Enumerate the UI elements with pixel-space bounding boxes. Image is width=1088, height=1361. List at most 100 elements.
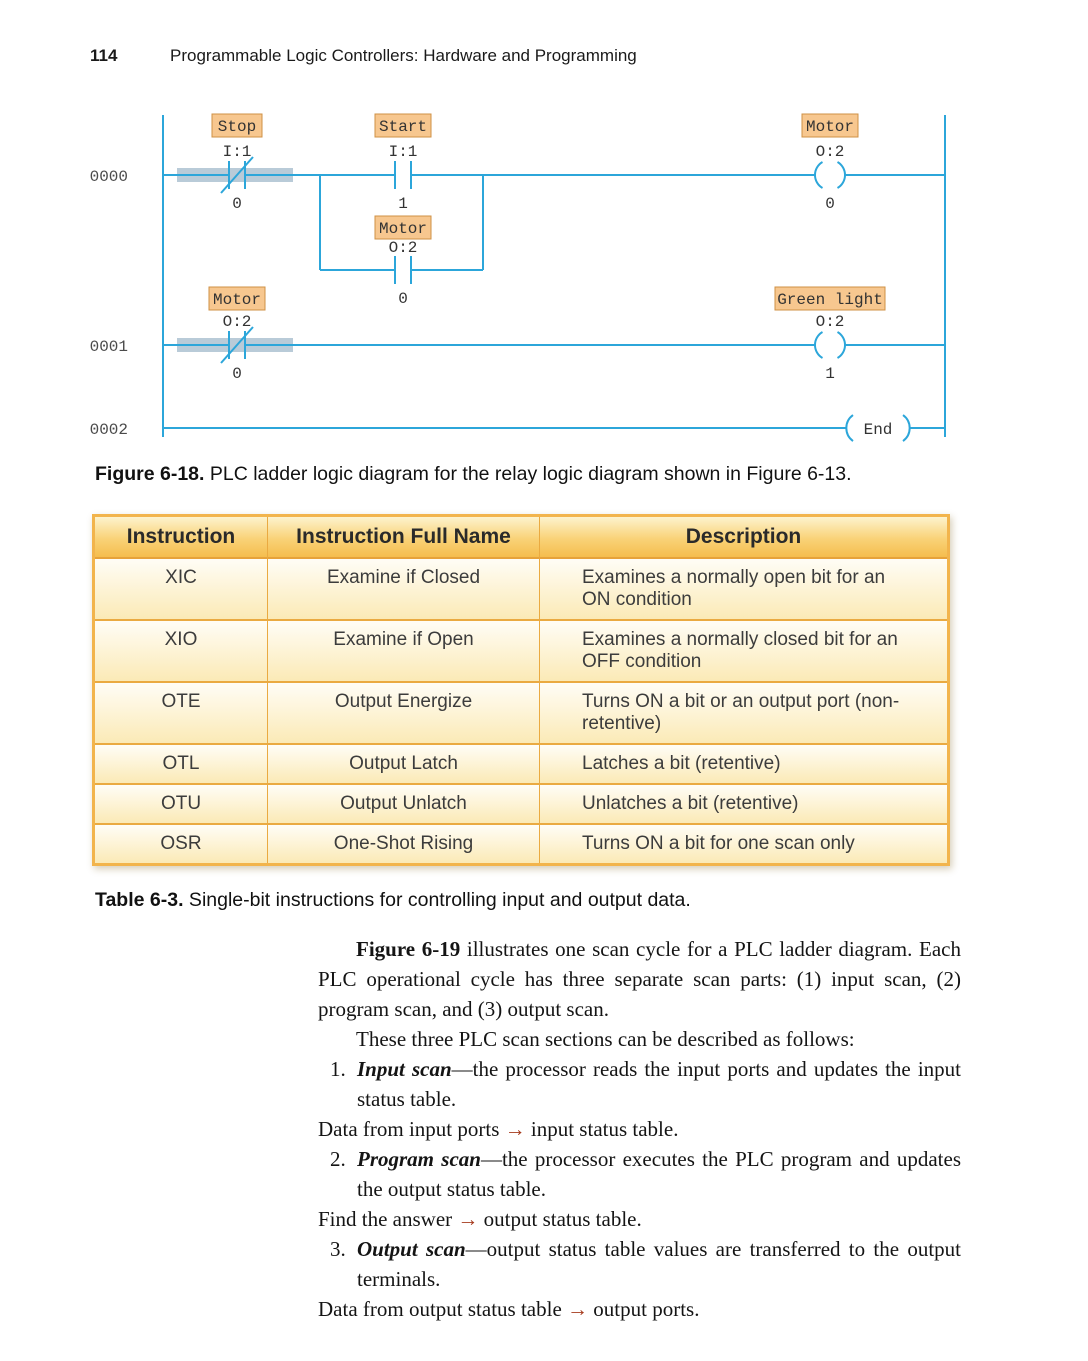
motor-coil-address: O:2 [816, 143, 845, 161]
rung-number-0000: 0000 [90, 168, 128, 186]
list-number: 2. [330, 1147, 346, 1171]
cell-instruction: OSR [95, 825, 267, 863]
note-post: input status table. [525, 1117, 679, 1141]
note-input-scan: Data from input ports → input status tab… [318, 1114, 961, 1144]
note-pre: Data from input ports [318, 1117, 505, 1141]
cell-full-name: Output Energize [267, 683, 539, 745]
note-pre: Find the answer [318, 1207, 458, 1231]
cell-description: Latches a bit (retentive) [539, 745, 947, 785]
start-xic-contact [394, 161, 412, 189]
note-post: output ports. [588, 1297, 700, 1321]
header-instruction: Instruction [95, 517, 267, 559]
start-label-box [374, 113, 432, 138]
list-number: 1. [330, 1057, 346, 1081]
cell-full-name: Output Latch [267, 745, 539, 785]
cell-instruction: OTE [95, 683, 267, 745]
note-output-scan: Data from output status table → output p… [318, 1294, 961, 1324]
table-row: XIC Examine if Closed Examines a normall… [95, 559, 947, 621]
cell-instruction: XIC [95, 559, 267, 621]
end-marker [845, 414, 911, 442]
cell-full-name: Examine if Open [267, 621, 539, 683]
figure-caption-text: PLC ladder logic diagram for the relay l… [204, 463, 852, 485]
header-full-name: Instruction Full Name [267, 517, 539, 559]
figure-caption-label: Figure 6-18. [95, 463, 205, 485]
rung-number-0001: 0001 [90, 338, 128, 356]
rung1-highlight [177, 338, 293, 352]
table-row: XIO Examine if Open Examines a normally … [95, 621, 947, 683]
green-light-address: O:2 [816, 313, 845, 331]
motor-contact-address: O:2 [223, 313, 252, 331]
motor-branch-address: O:2 [389, 239, 418, 257]
start-label: Start [379, 118, 427, 136]
motor-xio-contact [220, 326, 254, 364]
cell-instruction: OTL [95, 745, 267, 785]
green-light-ote-coil [813, 331, 847, 359]
motor-branch-label-box [374, 215, 432, 240]
motor-branch-xic-contact [394, 256, 412, 284]
stop-address: I:1 [223, 143, 252, 161]
end-label: End [864, 421, 893, 439]
list-item-output-scan: 3. Output scan—output status table value… [318, 1234, 961, 1294]
motor-coil-bit: 0 [825, 195, 835, 213]
instruction-table: Instruction Instruction Full Name Descri… [92, 514, 950, 866]
stop-label-box [211, 113, 263, 138]
rung0-highlight [177, 168, 293, 182]
cell-full-name: Examine if Closed [267, 559, 539, 621]
start-bit: 1 [398, 195, 408, 213]
table-row: OTE Output Energize Turns ON a bit or an… [95, 683, 947, 745]
cell-description: Examines a normally closed bit for an OF… [539, 621, 947, 683]
motor-coil-label-box [801, 113, 859, 138]
list-item-input-scan: 1. Input scan—the processor reads the in… [318, 1054, 961, 1114]
right-arrow-icon: → [567, 1297, 589, 1321]
motor-contact-label: Motor [213, 291, 261, 309]
paragraph-scan-cycle: Figure 6-19 illustrates one scan cycle f… [318, 934, 961, 1024]
cell-instruction: OTU [95, 785, 267, 825]
stop-xio-contact [220, 156, 254, 194]
list-item-text: —the processor executes the PLC program … [357, 1147, 961, 1201]
table-caption-text: Single-bit instructions for controlling … [183, 889, 691, 911]
figure-caption: Figure 6-18. PLC ladder logic diagram fo… [95, 463, 955, 486]
body-text: Figure 6-19 illustrates one scan cycle f… [318, 934, 961, 1324]
cell-full-name: One-Shot Rising [267, 825, 539, 863]
list-item-program-scan: 2. Program scan—the processor executes t… [318, 1144, 961, 1204]
table-caption-label: Table 6-3. [95, 889, 184, 911]
green-light-label-box [774, 286, 886, 311]
list-item-body: Output scan—output status table values a… [357, 1234, 961, 1294]
term-program-scan: Program scan [357, 1147, 481, 1171]
motor-branch-bit: 0 [398, 290, 408, 308]
header-description: Description [539, 517, 947, 559]
green-light-label: Green light [777, 291, 883, 309]
term-input-scan: Input scan [357, 1057, 452, 1081]
cell-instruction: XIO [95, 621, 267, 683]
list-item-body: Input scan—the processor reads the input… [357, 1054, 961, 1114]
list-item-text: —output status table values are transfer… [357, 1237, 961, 1291]
cell-description: Turns ON a bit for one scan only [539, 825, 947, 863]
page-number: 114 [90, 46, 118, 65]
list-item-text: —the processor reads the input ports and… [357, 1057, 961, 1111]
power-rails [162, 115, 946, 437]
rung-number-0002: 0002 [90, 421, 128, 439]
motor-coil-label: Motor [806, 118, 854, 136]
table-row: OSR One-Shot Rising Turns ON a bit for o… [95, 825, 947, 863]
note-post: output status table. [478, 1207, 642, 1231]
list-item-body: Program scan—the processor executes the … [357, 1144, 961, 1204]
cell-full-name: Output Unlatch [267, 785, 539, 825]
right-arrow-icon: → [504, 1117, 526, 1141]
paragraph-intro-list: These three PLC scan sections can be des… [356, 1027, 855, 1051]
table-caption: Table 6-3. Single-bit instructions for c… [95, 889, 955, 912]
list-number: 3. [330, 1237, 346, 1261]
stop-label: Stop [218, 118, 256, 136]
cell-description: Unlatches a bit (retentive) [539, 785, 947, 825]
ladder-diagram: End 0000 0001 0002 Stop I:1 0 Start I:1 … [90, 113, 946, 442]
table-row: OTL Output Latch Latches a bit (retentiv… [95, 745, 947, 785]
stop-bit: 0 [232, 195, 242, 213]
motor-branch-label: Motor [379, 220, 427, 238]
table-row: OTU Output Unlatch Unlatches a bit (rete… [95, 785, 947, 825]
start-address: I:1 [389, 143, 418, 161]
motor-ote-coil [813, 161, 847, 189]
note-program-scan: Find the answer → output status table. [318, 1204, 961, 1234]
right-arrow-icon: → [457, 1207, 479, 1231]
cell-description: Examines a normally open bit for an ON c… [539, 559, 947, 621]
